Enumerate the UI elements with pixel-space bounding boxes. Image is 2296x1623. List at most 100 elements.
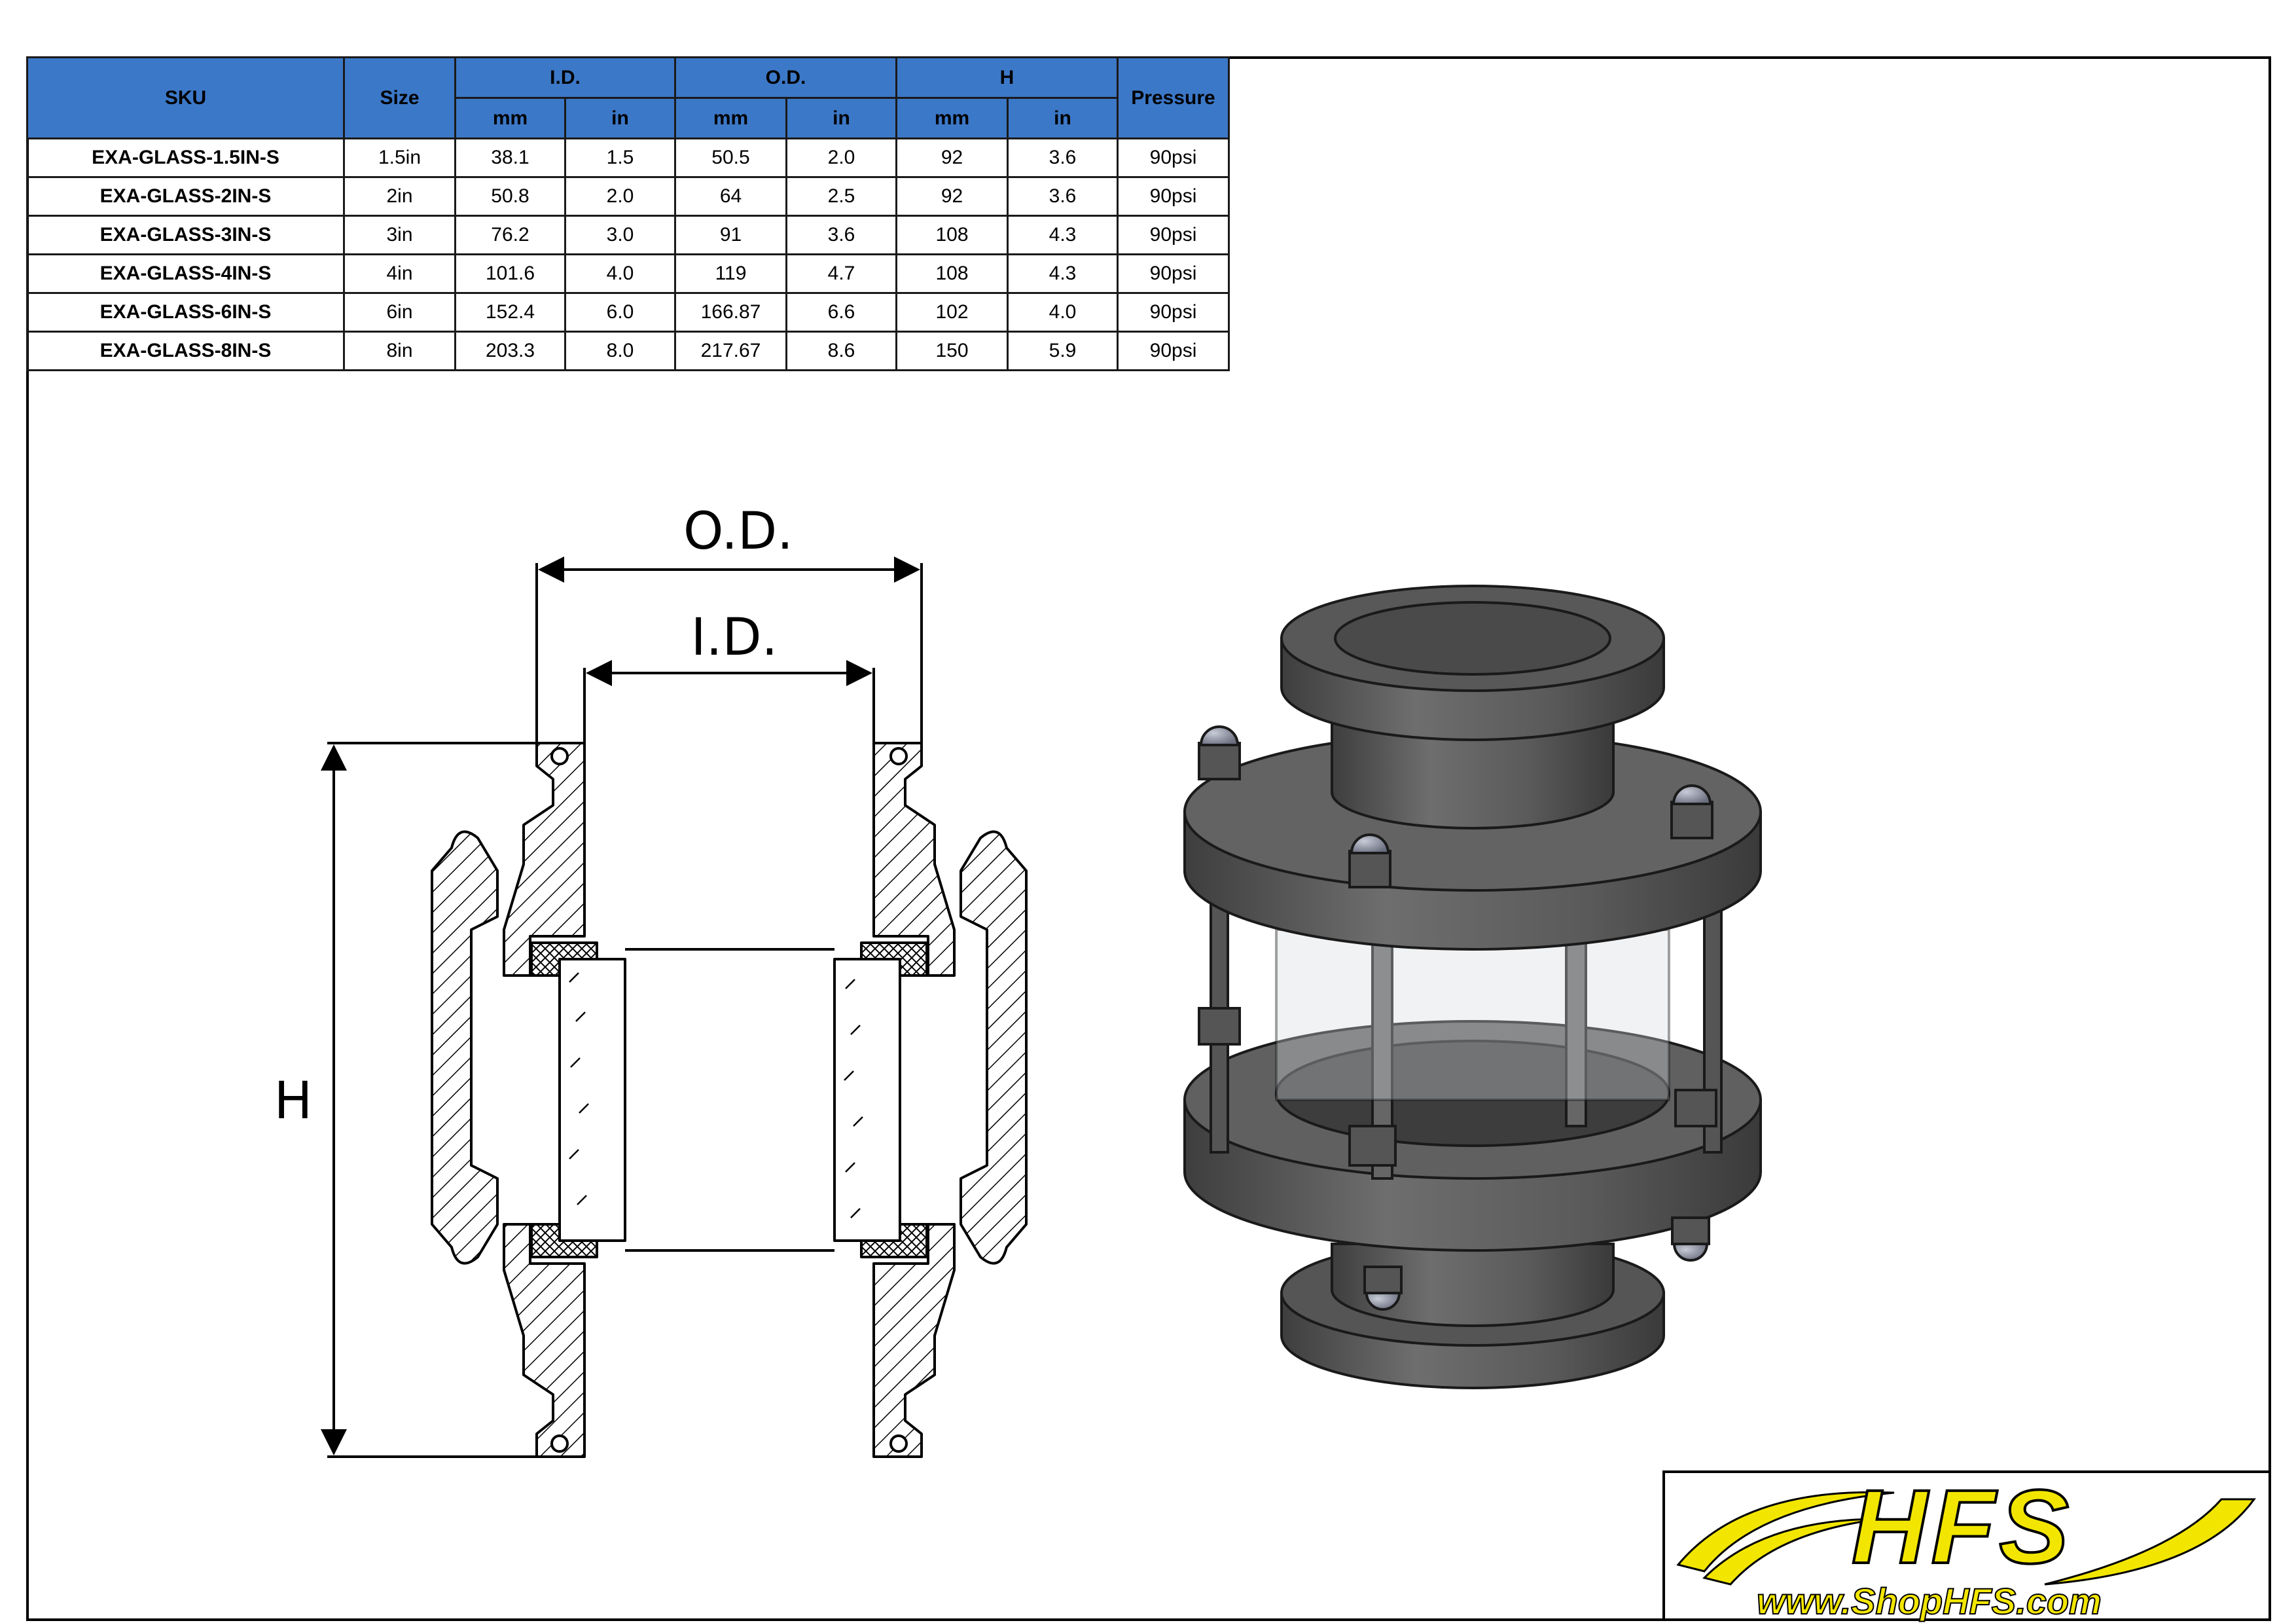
cell-id-mm: 76.2	[454, 215, 566, 255]
cell-size: 1.5in	[343, 137, 456, 178]
cell-od-in: 8.6	[785, 331, 897, 371]
subheader-id-in: in	[564, 97, 676, 139]
gasket-groove-bottom-left	[550, 1434, 569, 1453]
cell-id-mm: 50.8	[454, 176, 566, 217]
cell-id-in: 1.5	[564, 137, 676, 178]
cell-h-in: 4.3	[1007, 253, 1119, 294]
hfs-logo: HFS www.ShopHFS.com	[1662, 1470, 2271, 1621]
cell-id-in: 2.0	[564, 176, 676, 217]
id-label: I.D.	[691, 608, 778, 667]
gasket-groove-top-left	[550, 747, 569, 765]
cell-id-mm: 203.3	[454, 331, 566, 371]
cell-od-in: 4.7	[785, 253, 897, 294]
cell-h-mm: 108	[895, 253, 1009, 294]
logo-swoosh-icon	[1676, 1491, 2256, 1586]
cell-sku: EXA-GLASS-8IN-S	[26, 331, 345, 371]
glass-body	[1275, 928, 1670, 1101]
cell-pressure: 90psi	[1117, 253, 1230, 294]
cell-h-mm: 108	[895, 215, 1009, 255]
cell-od-mm: 119	[674, 253, 787, 294]
cell-od-in: 3.6	[785, 215, 897, 255]
cell-size: 6in	[343, 292, 456, 333]
cell-sku: EXA-GLASS-4IN-S	[26, 253, 345, 294]
table-row: EXA-GLASS-3IN-S 3in 76.2 3.0 91 3.6 108 …	[26, 215, 1230, 255]
cell-pressure: 90psi	[1117, 215, 1230, 255]
subheader-h-in: in	[1007, 97, 1119, 139]
cell-id-in: 6.0	[564, 292, 676, 333]
gasket-groove-bottom-right	[889, 1434, 908, 1453]
hex-nut-lower-left	[1198, 1007, 1241, 1046]
cell-od-mm: 50.5	[674, 137, 787, 178]
gasket-groove-top-right	[889, 747, 908, 765]
cell-h-mm: 92	[895, 176, 1009, 217]
glass-wall-right	[833, 958, 901, 1242]
cell-id-mm: 101.6	[454, 253, 566, 294]
acorn-nut-bottom-left	[1363, 1266, 1403, 1311]
cell-sku: EXA-GLASS-6IN-S	[26, 292, 345, 333]
cell-id-in: 4.0	[564, 253, 676, 294]
acorn-nut-right	[1670, 784, 1713, 839]
table-row: EXA-GLASS-2IN-S 2in 50.8 2.0 64 2.5 92 3…	[26, 176, 1230, 217]
cell-sku: EXA-GLASS-3IN-S	[26, 215, 345, 255]
cell-h-in: 4.0	[1007, 292, 1119, 333]
cell-h-in: 3.6	[1007, 137, 1119, 178]
header-h: H	[895, 56, 1119, 99]
cell-size: 2in	[343, 176, 456, 217]
left-bottom-ferrule	[503, 1223, 586, 1458]
cell-od-mm: 64	[674, 176, 787, 217]
top-ferrule-neck	[1331, 712, 1615, 830]
table-row: EXA-GLASS-8IN-S 8in 203.3 8.0 217.67 8.6…	[26, 331, 1230, 371]
cell-h-mm: 102	[895, 292, 1009, 333]
cell-sku: EXA-GLASS-2IN-S	[26, 176, 345, 217]
subheader-h-mm: mm	[895, 97, 1009, 139]
glass-texture	[569, 972, 863, 1218]
cross-section-view	[321, 556, 1028, 1458]
cell-id-mm: 152.4	[454, 292, 566, 333]
bottom-ferrule-neck	[1331, 1243, 1615, 1327]
cell-size: 8in	[343, 331, 456, 371]
left-clamp	[431, 830, 499, 1265]
hex-nut-lower-front	[1348, 1125, 1397, 1167]
header-id: I.D.	[454, 56, 676, 99]
table-row: EXA-GLASS-4IN-S 4in 101.6 4.0 119 4.7 10…	[26, 253, 1230, 294]
cell-pressure: 90psi	[1117, 292, 1230, 333]
right-top-ferrule	[872, 742, 956, 977]
cell-od-in: 2.5	[785, 176, 897, 217]
cell-h-in: 3.6	[1007, 176, 1119, 217]
header-sku: SKU	[26, 56, 345, 139]
od-label: O.D.	[683, 502, 793, 561]
subheader-id-mm: mm	[454, 97, 566, 139]
spec-table: SKU Size I.D. O.D. H Pressure mm in mm i…	[26, 56, 1230, 371]
acorn-nut-front	[1348, 833, 1391, 888]
subheader-od-in: in	[785, 97, 897, 139]
cell-size: 3in	[343, 215, 456, 255]
acorn-nut-bottom-right	[1671, 1216, 1710, 1262]
cell-h-in: 4.3	[1007, 215, 1119, 255]
h-label: H	[274, 1072, 313, 1131]
logo-brand: HFS	[1850, 1468, 2073, 1585]
header-pressure: Pressure	[1117, 56, 1230, 139]
table-row: EXA-GLASS-1.5IN-S 1.5in 38.1 1.5 50.5 2.…	[26, 137, 1230, 178]
cell-sku: EXA-GLASS-1.5IN-S	[26, 137, 345, 178]
cell-h-mm: 150	[895, 331, 1009, 371]
table-row: EXA-GLASS-6IN-S 6in 152.4 6.0 166.87 6.6…	[26, 292, 1230, 333]
logo-url[interactable]: www.ShopHFS.com	[1756, 1580, 2102, 1622]
top-ferrule-seat	[1334, 601, 1611, 676]
cell-pressure: 90psi	[1117, 176, 1230, 217]
header-od: O.D.	[674, 56, 897, 99]
right-clamp	[960, 830, 1028, 1265]
cell-id-mm: 38.1	[454, 137, 566, 178]
right-bottom-ferrule	[872, 1223, 956, 1458]
cell-od-mm: 217.67	[674, 331, 787, 371]
hex-nut-lower-right	[1674, 1089, 1717, 1127]
header-size: Size	[343, 56, 456, 139]
cell-od-in: 6.6	[785, 292, 897, 333]
glass-wall-left	[558, 958, 626, 1242]
cell-id-in: 8.0	[564, 331, 676, 371]
sight-glass-3d-render	[1183, 585, 1762, 1389]
cell-size: 4in	[343, 253, 456, 294]
cell-od-in: 2.0	[785, 137, 897, 178]
subheader-od-mm: mm	[674, 97, 787, 139]
cell-h-in: 5.9	[1007, 331, 1119, 371]
